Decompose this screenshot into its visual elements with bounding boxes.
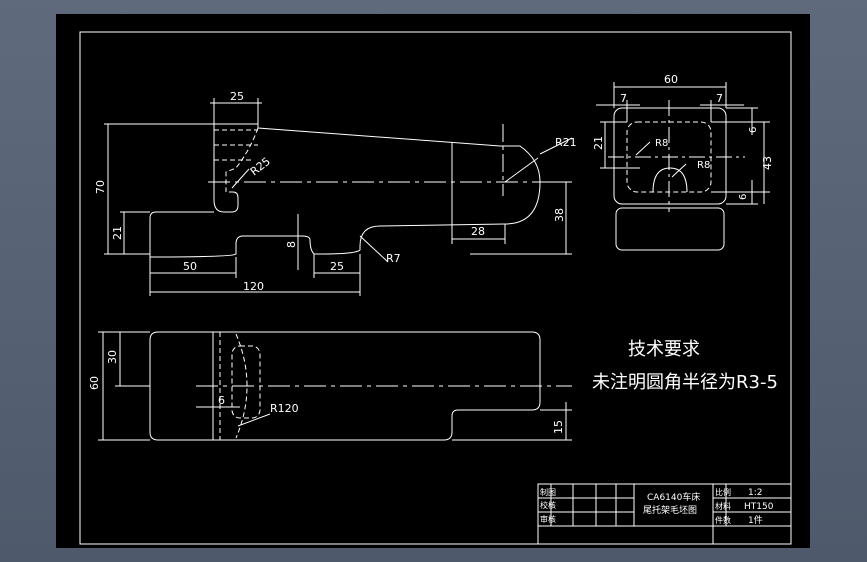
dim-line	[237, 413, 271, 427]
dim-side-43: 43	[761, 156, 774, 170]
tb-checked: 校核	[540, 500, 556, 510]
side-body-lower	[615, 207, 725, 251]
tb-part-line2: 尾托架毛坯图	[643, 504, 697, 516]
dim-line	[231, 168, 250, 189]
hidden-line	[225, 127, 259, 192]
tb-material-value: HT150	[744, 502, 774, 512]
dim-line	[359, 235, 389, 263]
side-bottom-arc	[652, 167, 688, 193]
dim-plan-height: 60	[88, 376, 101, 390]
side-view	[596, 82, 770, 251]
dim-overall-height: 70	[94, 180, 107, 194]
dim-side-7-left: 7	[620, 92, 627, 105]
dim-plan-15: 15	[552, 420, 565, 434]
hidden-pocket	[231, 345, 261, 419]
dim-radius-tip: R21	[555, 136, 577, 149]
front-view-outline	[149, 123, 541, 258]
inner-border	[79, 31, 792, 545]
dim-side-r8-top: R8	[655, 138, 668, 149]
dim-side-7-right: 7	[716, 92, 723, 105]
tb-drawn: 制图	[540, 487, 556, 497]
title-block	[537, 483, 792, 545]
dim-len-120: 120	[243, 280, 264, 293]
dim-line	[635, 141, 651, 156]
dim-slot-depth: 8	[285, 241, 298, 248]
tb-material-label: 材料	[715, 501, 731, 511]
tb-part-line1: CA6140车床	[647, 491, 700, 503]
dim-side-r8-bottom: R8	[697, 160, 710, 171]
hidden-line	[235, 333, 248, 439]
dim-left-height: 21	[111, 226, 124, 240]
dim-top-width: 25	[230, 90, 244, 103]
front-view	[104, 98, 573, 296]
tb-scale-value: 1:2	[748, 488, 762, 498]
dim-side-21: 21	[592, 136, 605, 150]
dim-len-25: 25	[330, 260, 344, 273]
dim-line	[539, 137, 573, 155]
dim-plan-r120: R120	[270, 402, 299, 415]
dim-side-6-top: 6	[748, 127, 759, 133]
dim-right-height: 38	[553, 208, 566, 222]
dim-side-6-bottom: 6	[738, 194, 749, 200]
tip-cone	[504, 157, 539, 183]
tb-reviewed: 审核	[540, 514, 556, 524]
side-body-upper	[613, 107, 727, 205]
plan-outline	[149, 331, 541, 441]
plan-view	[98, 331, 572, 441]
tb-qty-value: 1件	[748, 514, 763, 526]
tb-qty-label: 件数	[715, 515, 731, 525]
dim-radius-fillet: R7	[386, 252, 401, 265]
dim-plan-6: 6	[218, 394, 225, 407]
drawing-sheet	[56, 14, 810, 548]
tb-scale-label: 比例	[715, 487, 731, 497]
dim-side-width: 60	[664, 73, 678, 86]
dim-len-50: 50	[183, 260, 197, 273]
dim-line	[671, 163, 687, 178]
notes-line1: 未注明圆角半径为R3-5	[592, 372, 778, 393]
dim-plan-30: 30	[106, 350, 119, 364]
dim-tip-width: 28	[471, 225, 485, 238]
notes-title: 技术要求	[628, 339, 700, 360]
